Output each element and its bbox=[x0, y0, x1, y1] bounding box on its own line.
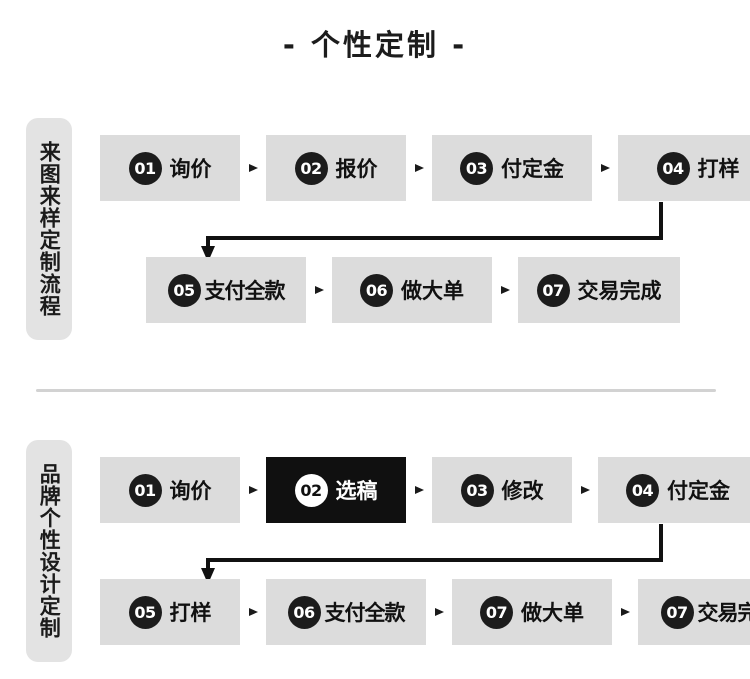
triangle-right-icon bbox=[612, 606, 638, 618]
step-box[interactable]: 07 交易完成 bbox=[638, 579, 750, 645]
step-row-0-1: 05 支付全款 06 做大单 07 交易完成 bbox=[146, 257, 680, 323]
step-label: 交易完成 bbox=[697, 601, 750, 625]
section-vertical-label: 来图来样定制流程 bbox=[26, 118, 72, 340]
step-label: 打样 bbox=[169, 601, 212, 625]
step-number-badge: 01 bbox=[128, 151, 162, 185]
step-label: 付定金 bbox=[501, 157, 564, 181]
step-number-badge: 02 bbox=[294, 473, 328, 507]
step-label: 交易完成 bbox=[577, 279, 662, 303]
step-number-badge: 01 bbox=[128, 473, 162, 507]
step-label: 报价 bbox=[335, 157, 378, 181]
section-vertical-label: 品牌个性设计定制 bbox=[26, 440, 72, 662]
step-row-1-0: 01 询价 02 选稿 03 修改 04 付定金 bbox=[100, 457, 750, 523]
step-box[interactable]: 07 做大单 bbox=[452, 579, 612, 645]
step-box[interactable]: 04 付定金 bbox=[598, 457, 750, 523]
step-number-badge: 07 bbox=[660, 595, 694, 629]
flow-section-0: 来图来样定制流程 01 询价 02 报价 03 付定金 04 打样 bbox=[0, 110, 750, 350]
step-number-badge: 03 bbox=[460, 473, 494, 507]
flow-section-1: 品牌个性设计定制 01 询价 02 选稿 03 修改 04 付定金 bbox=[0, 432, 750, 672]
step-label: 付定金 bbox=[667, 479, 730, 503]
step-row-0-0: 01 询价 02 报价 03 付定金 04 打样 bbox=[100, 135, 750, 201]
triangle-right-icon bbox=[572, 484, 598, 496]
step-box-active[interactable]: 02 选稿 bbox=[266, 457, 406, 523]
step-number-badge: 03 bbox=[460, 151, 493, 185]
step-label: 支付全款 bbox=[204, 279, 286, 303]
triangle-right-icon bbox=[406, 162, 432, 174]
step-label: 修改 bbox=[501, 479, 544, 503]
triangle-right-icon bbox=[240, 606, 266, 618]
step-number-badge: 05 bbox=[167, 273, 201, 307]
triangle-right-icon bbox=[240, 484, 266, 496]
triangle-right-icon bbox=[306, 284, 332, 296]
step-box[interactable]: 05 支付全款 bbox=[146, 257, 306, 323]
page-title: - 个性定制 - bbox=[282, 28, 468, 62]
triangle-right-icon bbox=[406, 484, 432, 496]
step-number-badge: 04 bbox=[656, 151, 690, 185]
step-label: 支付全款 bbox=[324, 601, 406, 625]
section-vertical-label-text: 品牌个性设计定制 bbox=[37, 463, 62, 639]
step-box[interactable]: 01 询价 bbox=[100, 135, 240, 201]
step-number-badge: 07 bbox=[536, 273, 570, 307]
step-number-badge: 04 bbox=[626, 473, 659, 507]
triangle-right-icon bbox=[240, 162, 266, 174]
step-box[interactable]: 02 报价 bbox=[266, 135, 406, 201]
step-label: 做大单 bbox=[401, 279, 464, 303]
triangle-right-icon bbox=[592, 162, 618, 174]
triangle-right-icon bbox=[492, 284, 518, 296]
step-number-badge: 06 bbox=[360, 273, 393, 307]
step-box[interactable]: 03 付定金 bbox=[432, 135, 592, 201]
step-label: 做大单 bbox=[521, 601, 584, 625]
step-box[interactable]: 04 打样 bbox=[618, 135, 750, 201]
step-label: 选稿 bbox=[335, 479, 378, 503]
step-box[interactable]: 07 交易完成 bbox=[518, 257, 680, 323]
triangle-right-icon bbox=[426, 606, 452, 618]
step-box[interactable]: 06 做大单 bbox=[332, 257, 492, 323]
step-box[interactable]: 06 支付全款 bbox=[266, 579, 426, 645]
step-row-1-1: 05 打样 06 支付全款 07 做大单 07 交易完成 bbox=[100, 579, 750, 645]
section-vertical-label-text: 来图来样定制流程 bbox=[37, 141, 62, 317]
step-label: 询价 bbox=[169, 479, 212, 503]
step-label: 询价 bbox=[169, 157, 212, 181]
step-number-badge: 06 bbox=[287, 595, 321, 629]
step-box[interactable]: 01 询价 bbox=[100, 457, 240, 523]
step-box[interactable]: 05 打样 bbox=[100, 579, 240, 645]
step-box[interactable]: 03 修改 bbox=[432, 457, 572, 523]
step-number-badge: 07 bbox=[480, 595, 513, 629]
step-number-badge: 05 bbox=[128, 595, 162, 629]
section-divider bbox=[36, 389, 716, 392]
step-label: 打样 bbox=[697, 157, 740, 181]
step-number-badge: 02 bbox=[294, 151, 328, 185]
